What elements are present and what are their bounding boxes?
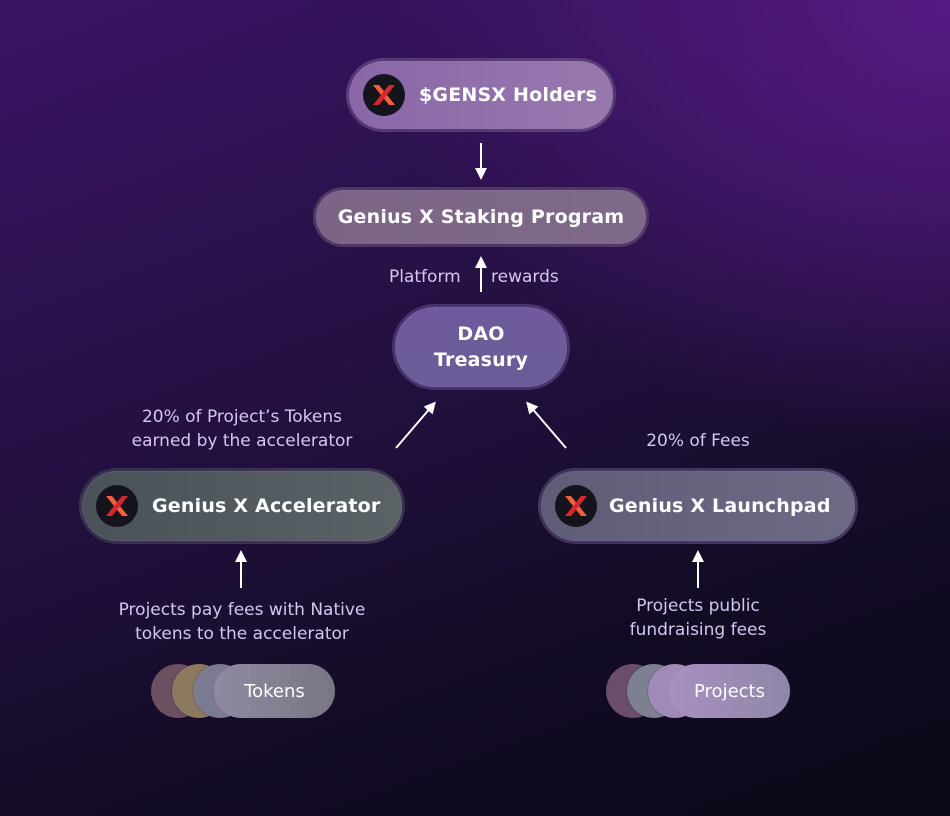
launchpad-label: Genius X Launchpad [609,495,831,517]
projects-chip: Projects [669,664,790,718]
genius-x-logo-icon [363,74,405,116]
tokens-chip-stack: Tokens [151,664,335,718]
genius-x-logo-icon [555,485,597,527]
arrow-accelerator-to-dao [395,401,436,449]
projects-chip-stack: Projects [606,664,790,718]
project-tokens-text: 20% of Project’s Tokens earned by the ac… [131,407,353,451]
treasury-label: Treasury [433,349,529,371]
rewards-label: rewards [491,267,559,287]
gensx-holders-label: $GENSX Holders [419,84,598,106]
platform-label: Platform [389,267,461,287]
accelerator-label: Genius X Accelerator [152,495,381,517]
staking-program-label: Genius X Staking Program [337,206,625,228]
public-fundraising-text: Projects public fundraising fees [629,596,767,640]
native-tokens-text: Projects pay fees with Native tokens to … [118,600,366,644]
fees-text: 20% of Fees [646,431,750,451]
accelerator-node: Genius X Accelerator [79,468,405,544]
genius-x-logo-icon [96,485,138,527]
dao-treasury-node: DAO Treasury [392,304,570,390]
staking-program-node: Genius X Staking Program [313,187,649,247]
tokens-chip: Tokens [214,664,335,718]
gensx-holders-node: $GENSX Holders [346,58,616,132]
arrow-launchpad-to-dao [526,401,567,449]
dao-label: DAO [457,323,505,345]
launchpad-node: Genius X Launchpad [538,468,858,544]
